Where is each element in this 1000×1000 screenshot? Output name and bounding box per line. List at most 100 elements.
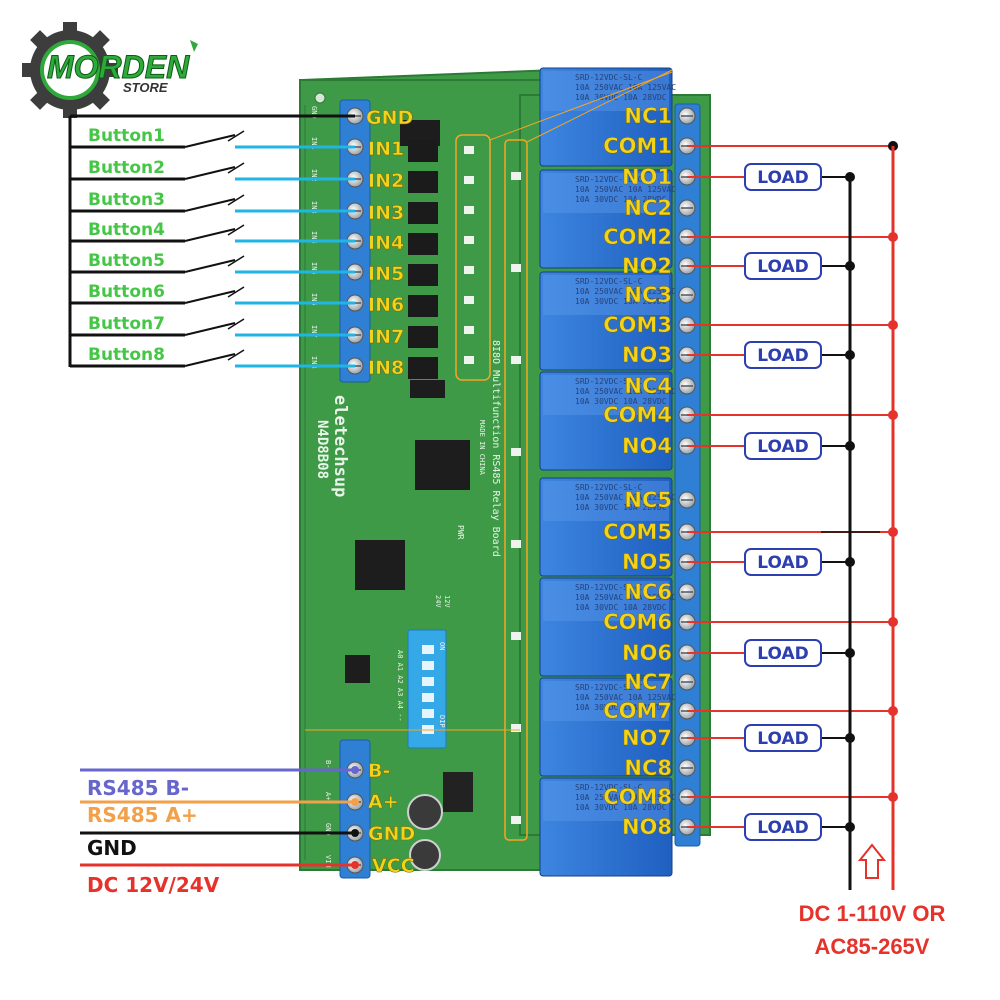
output-label: NO2 — [622, 254, 672, 278]
switch-contact — [227, 349, 245, 361]
input-silk-label: GND — [310, 106, 318, 119]
output-label: NO1 — [622, 165, 672, 189]
optocoupler — [408, 202, 438, 224]
switch-contact — [227, 130, 245, 142]
input-silk-label: IN2 — [310, 169, 318, 182]
term-vcc-label: VCC — [372, 855, 415, 877]
relay-spec-text: SRD-12VDC-SL-C — [575, 483, 643, 492]
relay-led — [511, 172, 521, 180]
power-wire-dot — [351, 798, 359, 806]
output-label: NO3 — [622, 343, 672, 367]
load-label: LOAD — [757, 257, 809, 277]
optocoupler — [408, 357, 438, 379]
relay-spec-text: 10A 250VAC 10A 125VAC — [575, 493, 676, 502]
dip-key[interactable] — [422, 677, 434, 686]
output-label: NC4 — [624, 374, 672, 398]
status-strip — [504, 139, 528, 841]
dip-label: DIP — [438, 715, 446, 728]
board-desc: 8I8O Multifunction RS485 Relay Board — [490, 340, 501, 557]
load-label: LOAD — [757, 729, 809, 749]
power-wire-dot — [351, 766, 359, 774]
dip-on-label: ON — [438, 642, 446, 650]
button-label: Button4 — [88, 220, 165, 240]
output-label: NC3 — [624, 283, 672, 307]
output-label: NC8 — [624, 756, 672, 780]
relay-led — [511, 724, 521, 732]
input-silk-label: IN5 — [310, 262, 318, 275]
output-label: NO8 — [622, 815, 672, 839]
power-silk-label: B- — [324, 760, 332, 768]
supply-arrow-icon — [857, 843, 887, 879]
switch-contact — [227, 162, 245, 174]
small-chip-2 — [410, 380, 445, 398]
power-silk-label: GND — [324, 823, 332, 836]
mcu-chip — [415, 440, 470, 490]
input-silk-label: IN6 — [310, 293, 318, 306]
input-led — [464, 146, 474, 154]
load-box: LOAD — [744, 639, 822, 667]
input-silk-label: IN7 — [310, 325, 318, 338]
switch-lever — [184, 134, 236, 148]
input-label: IN2 — [368, 170, 404, 192]
main-chip — [355, 540, 405, 590]
input-label: IN5 — [368, 263, 404, 285]
output-label: COM4 — [603, 403, 672, 427]
relay-led — [511, 356, 521, 364]
load-label: LOAD — [757, 818, 809, 838]
input-label: IN8 — [368, 357, 404, 379]
orange-highlight — [305, 69, 673, 731]
relay-spec-text: SRD-12VDC-SL-C — [575, 73, 643, 82]
button-label: Button5 — [88, 251, 165, 271]
dip-key[interactable] — [422, 693, 434, 702]
input-silk-label: IN4 — [310, 231, 318, 244]
load-box: LOAD — [744, 813, 822, 841]
relay-spec-text: 10A 250VAC 10A 125VAC — [575, 793, 676, 802]
arrow-icon — [190, 40, 198, 52]
junction-dot — [845, 557, 855, 567]
input-led — [464, 236, 474, 244]
rs485-b-label: RS485 B- — [87, 776, 189, 800]
power-regulator — [443, 772, 473, 812]
button-label: Button6 — [88, 282, 165, 302]
switch-contact — [227, 224, 245, 236]
load-label: LOAD — [757, 346, 809, 366]
load-label: LOAD — [757, 553, 809, 573]
load-box: LOAD — [744, 724, 822, 752]
switch-lever — [184, 228, 236, 242]
power-silk-label: VIN — [324, 855, 332, 868]
optocoupler — [408, 295, 438, 317]
output-label: COM7 — [603, 699, 672, 723]
input-led — [464, 296, 474, 304]
switch-lever — [184, 353, 236, 367]
relay-led — [511, 448, 521, 456]
optocoupler — [408, 140, 438, 162]
dip-pins-label: A0 A1 A2 A3 A4 -- — [396, 650, 404, 722]
junction-dot — [845, 648, 855, 658]
optocoupler — [408, 171, 438, 193]
button-labels: Button1Button2Button3Button4Button5Butto… — [88, 126, 165, 365]
output-label: COM5 — [603, 520, 672, 544]
dip-key[interactable] — [422, 645, 434, 654]
load-label: LOAD — [757, 644, 809, 664]
switch-lever — [184, 259, 236, 273]
output-label: COM3 — [603, 313, 672, 337]
regulator-chip — [345, 655, 370, 683]
switch-lever — [184, 198, 236, 212]
relay-spec-text: SRD-12VDC-SL-C — [575, 277, 643, 286]
load-box: LOAD — [744, 252, 822, 280]
rs485-a-label: RS485 A+ — [87, 803, 198, 827]
output-label: NO4 — [622, 434, 672, 458]
load-box: LOAD — [744, 432, 822, 460]
input-silk-label: IN8 — [310, 356, 318, 369]
dip-key[interactable] — [422, 709, 434, 718]
gnd-input-label: GND — [366, 107, 413, 129]
switch-contact — [227, 286, 245, 298]
button-label: Button3 — [88, 190, 165, 210]
dip-key[interactable] — [422, 661, 434, 670]
term-a-label: A+ — [368, 791, 399, 813]
input-label: IN4 — [368, 232, 404, 254]
